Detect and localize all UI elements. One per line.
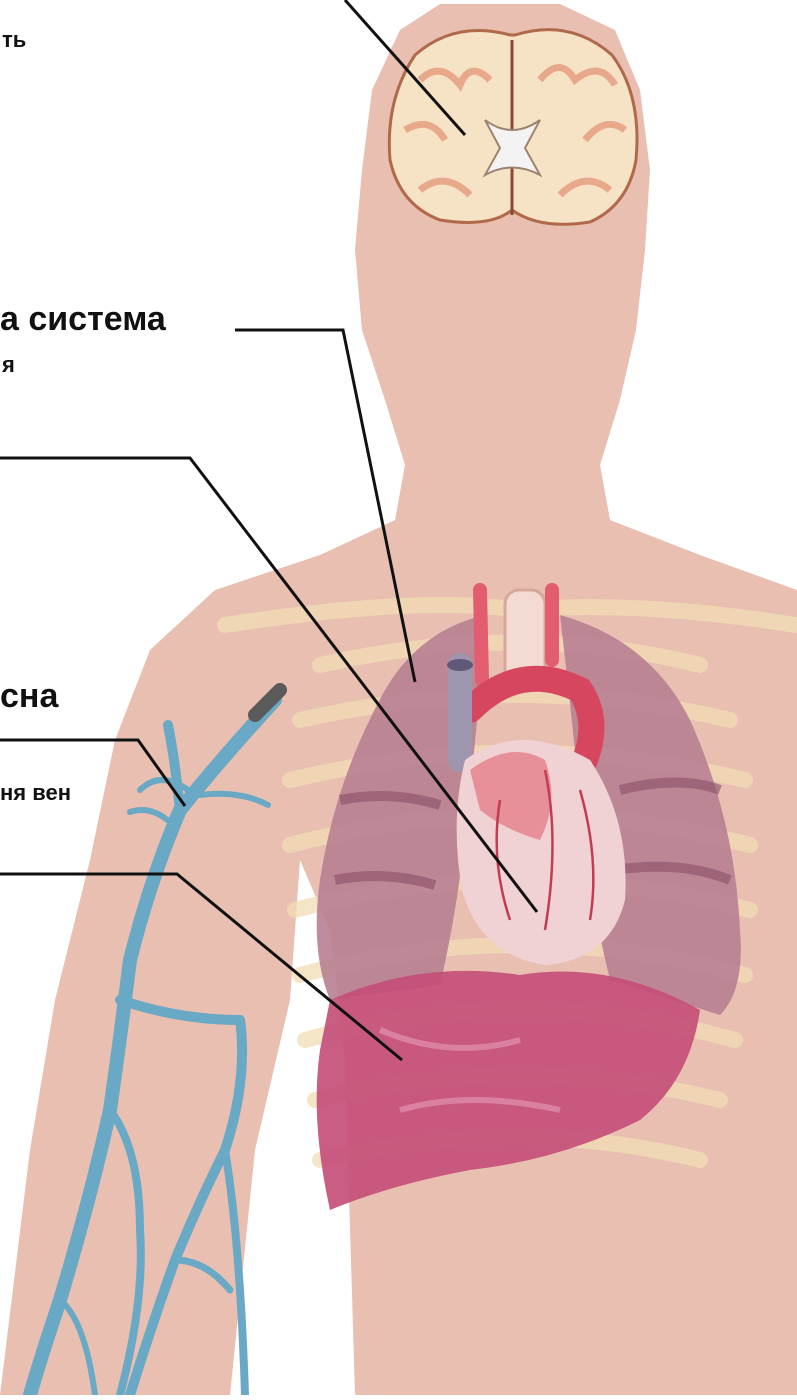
label-cardio-title: а система [0,300,166,339]
label-vein-sub: ня вен [0,780,71,806]
label-vein-title: сна [0,677,58,716]
label-cardio-sub: я [2,352,15,378]
label-brain: ть [2,27,26,53]
brain-cross-section [389,30,637,225]
